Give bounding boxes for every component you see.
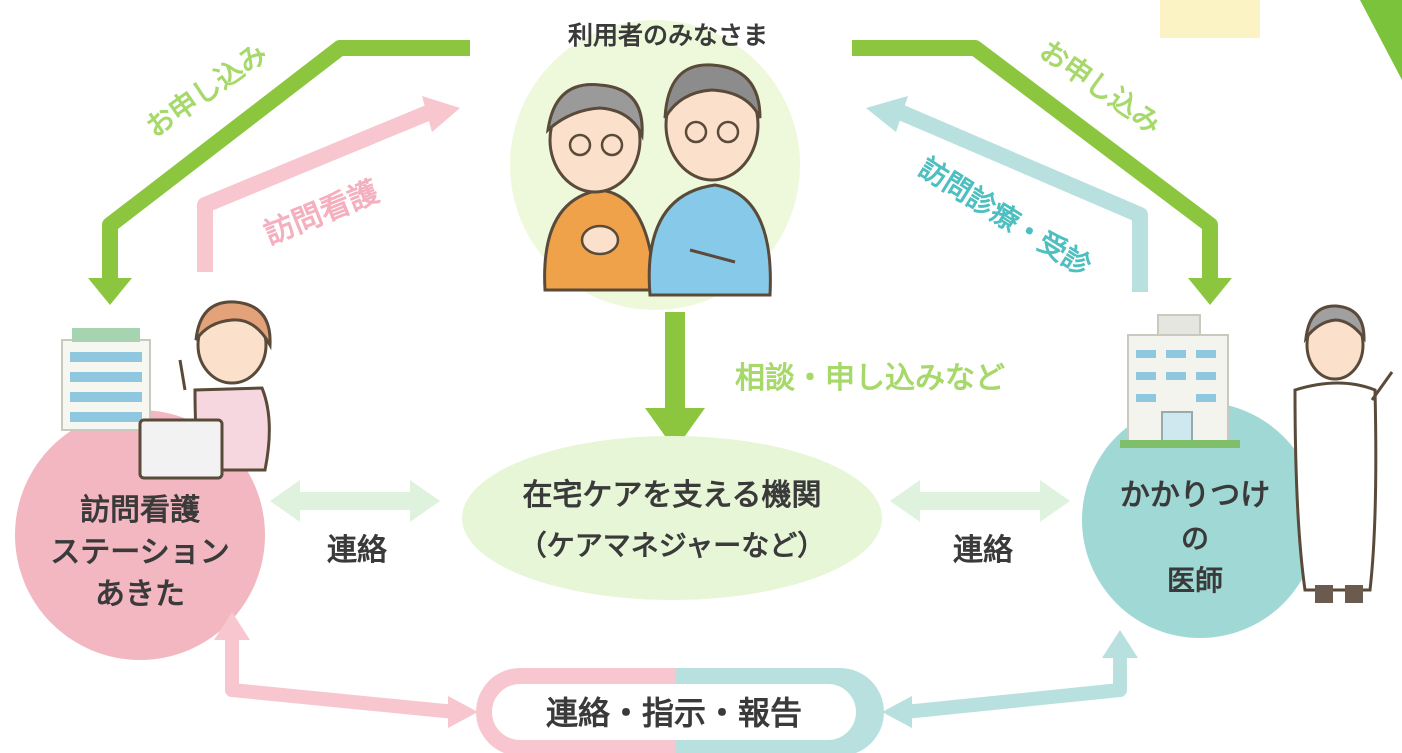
- bottom-node-label: 連絡・指示・報告: [546, 694, 802, 732]
- left-node-line2: ステーション: [50, 535, 229, 570]
- consult-label: 相談・申し込みなど: [735, 361, 1005, 396]
- users-title: 利用者のみなさま: [568, 21, 768, 50]
- doctor-illustration: [1293, 304, 1394, 603]
- report-arrow-right: [904, 650, 1127, 719]
- elderly-couple-illustration: [543, 63, 772, 297]
- left-node-line3: あきた: [95, 577, 185, 612]
- home-visit-arrow-head: [866, 96, 908, 132]
- nurse-illustration: [138, 300, 272, 480]
- consult-arrow-head: [645, 408, 705, 450]
- corner-leaf: [1360, 0, 1402, 80]
- doctor-circle: [1082, 402, 1318, 638]
- home-nursing-arrow-head: [422, 96, 460, 132]
- right-node-line3: 医師: [1167, 564, 1223, 597]
- right-apply-label: お申し込み: [1034, 34, 1168, 141]
- apply-arrow-right: [852, 40, 1218, 282]
- report-arrow-left-head-right: [448, 696, 478, 728]
- home-nursing-label: 訪問看護: [259, 174, 384, 252]
- left-node-line1: 訪問看護: [80, 493, 201, 528]
- contact-arrow-left: [270, 480, 440, 522]
- contact-arrow-right: [890, 480, 1070, 522]
- right-node-line2: の: [1181, 522, 1209, 555]
- home-visit-arrow: [896, 104, 1148, 292]
- home-visit-clinic-label: 訪問診療・受診: [913, 151, 1098, 283]
- apply-arrow-left: [102, 40, 470, 282]
- right-node-line1: かかりつけ: [1120, 478, 1270, 513]
- center-oval: [462, 436, 882, 600]
- report-pill: [476, 668, 884, 753]
- report-arrow-right-head-left: [882, 696, 912, 728]
- left-apply-label: お申し込み: [140, 37, 274, 144]
- consult-arrow: [665, 312, 685, 412]
- nursing-station-building-icon: [61, 328, 151, 431]
- report-arrow-left-head-up: [214, 612, 250, 640]
- center-node-line2: （ケアマネジャーなど）: [519, 529, 826, 562]
- contact-right-label: 連絡: [953, 533, 1014, 568]
- corner-decoration: [1160, 0, 1260, 38]
- apply-arrow-left-head: [88, 278, 132, 305]
- hospital-building-icon: [1120, 314, 1240, 448]
- report-arrow-right-head-up: [1102, 630, 1138, 658]
- home-nursing-arrow: [197, 104, 434, 272]
- apply-arrow-right-head: [1188, 278, 1232, 305]
- contact-left-label: 連絡: [327, 533, 388, 568]
- report-arrow-left: [225, 632, 456, 719]
- center-node-line1: 在宅ケアを支える機関: [522, 478, 821, 513]
